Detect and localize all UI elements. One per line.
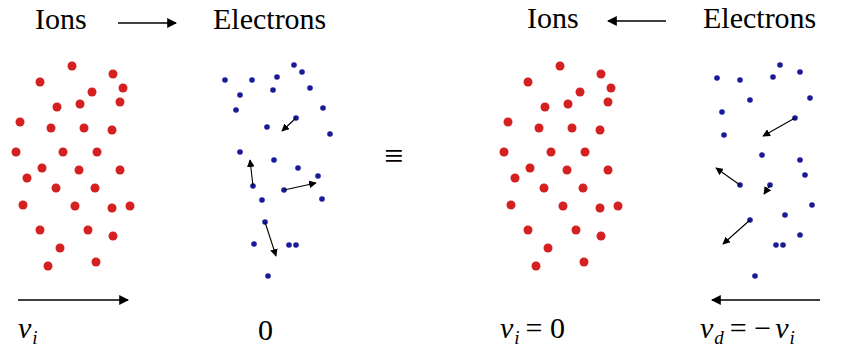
subscript: d (714, 327, 724, 350)
relation: = 0 (526, 310, 565, 346)
velocity-value: 0 (258, 312, 273, 348)
direction-arrow (118, 22, 176, 23)
subscript: i (790, 327, 795, 350)
direction-arrow (608, 20, 666, 21)
velocity-vectors (250, 118, 795, 256)
velocity-arrow (712, 299, 820, 300)
velocity-arrow (18, 299, 128, 300)
velocity-symbol: v (500, 310, 513, 346)
equivalence-sign: ≡ (384, 136, 403, 177)
group-label: Ions (35, 1, 87, 37)
electron-dots (714, 62, 815, 279)
subscript: i (514, 327, 519, 350)
electron-dots (222, 62, 333, 279)
ion-dots (500, 62, 623, 271)
ion-dots (12, 62, 135, 271)
relation: = − (730, 310, 771, 346)
group-label: Electrons (213, 1, 326, 37)
velocity-symbol: v (18, 310, 31, 346)
velocity-symbol: v (700, 310, 713, 346)
subscript: i (32, 327, 37, 350)
velocity-symbol: v (775, 310, 788, 346)
group-label: Ions (527, 0, 579, 36)
group-label: Electrons (703, 0, 816, 36)
